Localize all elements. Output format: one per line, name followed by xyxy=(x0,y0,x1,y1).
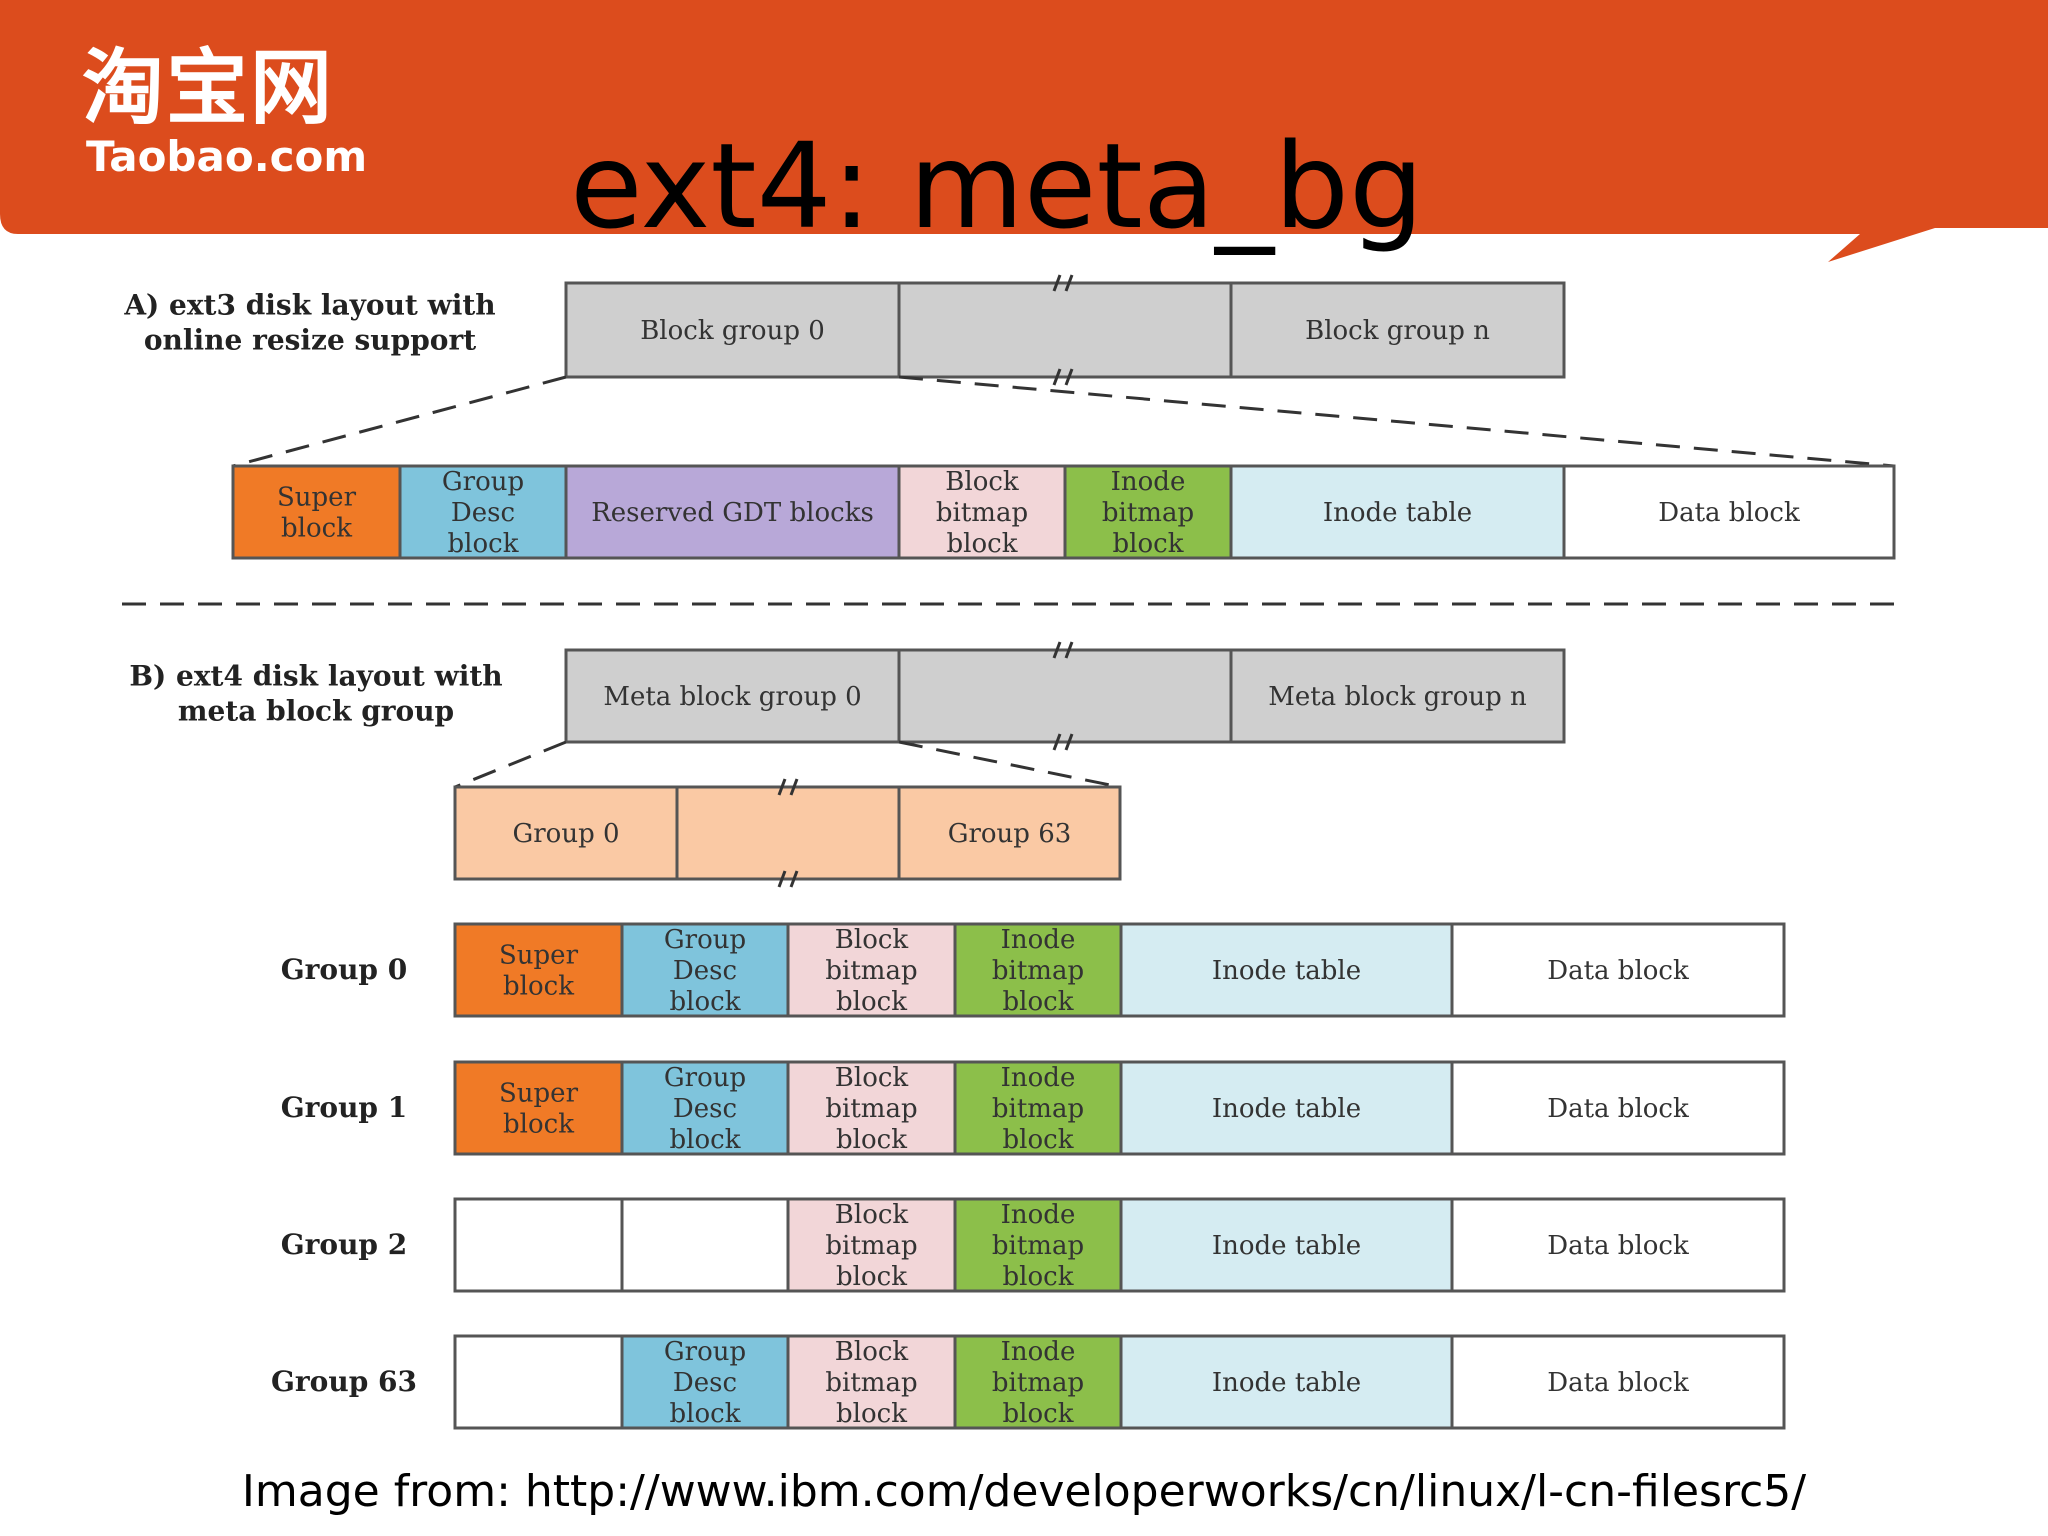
orange-header-shape xyxy=(0,0,2048,262)
b-meta-group-2-label: Meta block group n xyxy=(1268,682,1527,712)
a-layout-itable-label: Inode table xyxy=(1323,498,1472,528)
row3-itable-label: Inode table xyxy=(1212,1368,1361,1398)
row1-itable-label: Inode table xyxy=(1212,1094,1361,1124)
row2-data xyxy=(453,1197,624,1293)
taobao-logo-chinese: 淘宝网 xyxy=(82,41,335,136)
row3-gdesc xyxy=(620,1334,790,1430)
row2-ibmp xyxy=(953,1197,1123,1293)
row2-bbmp xyxy=(786,1197,957,1293)
row0-data xyxy=(1450,922,1786,1018)
a-layout-gdt xyxy=(564,464,901,560)
image-source-caption: Image from: http://www.ibm.com/developer… xyxy=(241,1466,1807,1517)
row1-data-label: Data block xyxy=(1547,1094,1689,1124)
row0-itable xyxy=(1119,922,1454,1018)
row2-data-label: Data block xyxy=(1547,1231,1689,1261)
row-label-3: Group 63 xyxy=(271,1365,417,1398)
slide-title: ext4: meta_bg xyxy=(570,117,1424,255)
row0-ibmp xyxy=(953,922,1123,1018)
row3-data xyxy=(453,1334,624,1430)
break-mark-icon xyxy=(1052,641,1074,659)
row1-gdesc xyxy=(620,1060,790,1156)
row-label-0: Group 0 xyxy=(281,953,408,986)
taobao-logo-english: Taobao.com xyxy=(86,132,368,181)
b-meta-group-0-label: Meta block group 0 xyxy=(603,682,861,712)
row0-bbmp xyxy=(786,922,957,1018)
zoom-line-left xyxy=(232,375,567,468)
a-layout-data xyxy=(1562,464,1896,560)
a-layout-bbmp xyxy=(897,464,1067,560)
break-mark-icon xyxy=(1052,733,1074,751)
zoom-line-right xyxy=(898,375,1895,468)
row1-itable xyxy=(1119,1060,1454,1156)
b-subgroup-0-label: Group 0 xyxy=(512,819,619,849)
row1-data xyxy=(1450,1060,1786,1156)
row1-super xyxy=(453,1060,624,1156)
row2-data xyxy=(1450,1197,1786,1293)
break-mark-icon xyxy=(777,778,799,796)
a-layout-gdt-label: Reserved GDT blocks xyxy=(591,498,874,528)
row2-itable xyxy=(1119,1197,1454,1293)
break-mark-icon xyxy=(1052,274,1074,292)
row-label-2: Group 2 xyxy=(281,1228,408,1261)
row0-super xyxy=(453,922,624,1018)
row0-itable-label: Inode table xyxy=(1212,956,1361,986)
row3-ibmp xyxy=(953,1334,1123,1430)
row2-itable-label: Inode table xyxy=(1212,1231,1361,1261)
b-subgroup-2 xyxy=(897,785,1122,881)
break-mark-icon xyxy=(777,870,799,888)
meta-zoom-right xyxy=(898,740,1121,789)
a-block-group-0-label: Block group 0 xyxy=(640,316,825,346)
a-layout-gdesc xyxy=(398,464,568,560)
break-mark-icon xyxy=(1052,368,1074,386)
row3-data xyxy=(1450,1334,1786,1430)
row3-itable xyxy=(1119,1334,1454,1430)
header-band xyxy=(0,0,2048,262)
b-subgroup-0 xyxy=(453,785,679,881)
a-block-group-2-label: Block group n xyxy=(1305,316,1490,346)
a-layout-ibmp xyxy=(1063,464,1233,560)
row0-gdesc xyxy=(620,922,790,1018)
a-layout-data-label: Data block xyxy=(1658,498,1800,528)
b-meta-group-2 xyxy=(1229,648,1566,744)
row-label-1: Group 1 xyxy=(281,1091,408,1124)
row2-data xyxy=(620,1197,790,1293)
row0-data-label: Data block xyxy=(1547,956,1689,986)
row3-bbmp xyxy=(786,1334,957,1430)
a-block-group-2 xyxy=(1229,281,1566,379)
meta-zoom-left xyxy=(454,740,567,789)
a-block-group-1 xyxy=(897,281,1233,379)
a-layout-super xyxy=(231,464,402,560)
b-meta-group-1 xyxy=(897,648,1233,744)
b-subgroup-2-label: Group 63 xyxy=(948,819,1072,849)
b-subgroup-1 xyxy=(675,785,901,881)
row1-ibmp xyxy=(953,1060,1123,1156)
a-layout-itable xyxy=(1229,464,1566,560)
b-meta-group-0 xyxy=(564,648,901,744)
row3-data-label: Data block xyxy=(1547,1368,1689,1398)
